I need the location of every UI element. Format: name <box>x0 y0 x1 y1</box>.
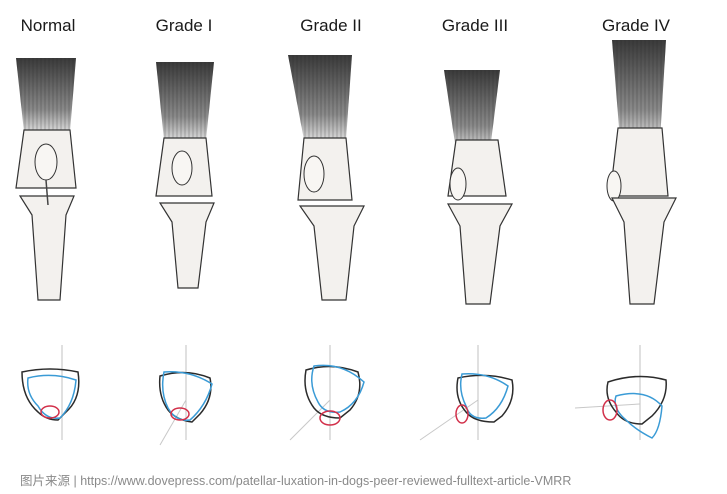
tibia <box>298 205 365 301</box>
femoral-outline <box>304 365 361 419</box>
leg-grade-iii <box>444 70 514 305</box>
label-grade-iv: Grade IV <box>601 16 671 35</box>
patella <box>449 167 467 201</box>
cross-section-grade-iv <box>574 345 667 440</box>
cross-section-grade-ii <box>289 345 365 441</box>
patella <box>34 143 58 181</box>
rotation-axis <box>574 403 641 409</box>
tibia <box>18 195 75 301</box>
patella-outline-blue <box>614 392 663 439</box>
label-grade-i: Grade I <box>155 16 213 35</box>
patella-red <box>602 399 618 421</box>
patella <box>303 155 325 193</box>
leg-grade-i <box>155 62 215 289</box>
label-grade-ii: Grade II <box>300 16 362 35</box>
patella-red <box>319 410 341 426</box>
patella-outline-blue <box>311 364 365 414</box>
femoral-outline <box>158 371 212 423</box>
patella <box>171 150 193 186</box>
cross-section-grade-i <box>158 345 213 446</box>
patella <box>606 170 622 202</box>
muscle-striations <box>16 58 76 132</box>
cross-section-grade-iii <box>419 345 514 441</box>
femoral-outline <box>456 374 514 423</box>
patella-outline-blue <box>161 371 213 421</box>
label-normal: Normal <box>20 16 76 35</box>
patella-red <box>170 407 190 421</box>
patella-outline-blue <box>459 373 509 419</box>
muscle-striations <box>444 70 500 150</box>
cross-section-normal <box>21 345 80 440</box>
rotation-axis <box>419 399 479 441</box>
image-source-caption: 图片来源 | https://www.dovepress.com/patella… <box>0 468 727 494</box>
femoral-outline <box>606 375 667 425</box>
muscle-striations <box>288 55 352 140</box>
tibia <box>158 202 215 289</box>
patellar-ligament <box>45 179 49 206</box>
patella-outline-blue <box>26 374 77 419</box>
tibia <box>611 197 677 305</box>
tibia <box>446 203 514 305</box>
leg-normal <box>15 58 77 301</box>
patella-red <box>455 404 469 424</box>
leg-grade-iv <box>606 40 677 305</box>
patella-red <box>40 405 60 419</box>
label-grade-iii: Grade III <box>441 16 509 35</box>
rotation-axis <box>289 399 331 441</box>
muscle-striations <box>156 62 214 140</box>
leg-grade-ii <box>288 55 365 301</box>
muscle-striations <box>612 40 666 140</box>
rotation-axis <box>159 399 187 446</box>
